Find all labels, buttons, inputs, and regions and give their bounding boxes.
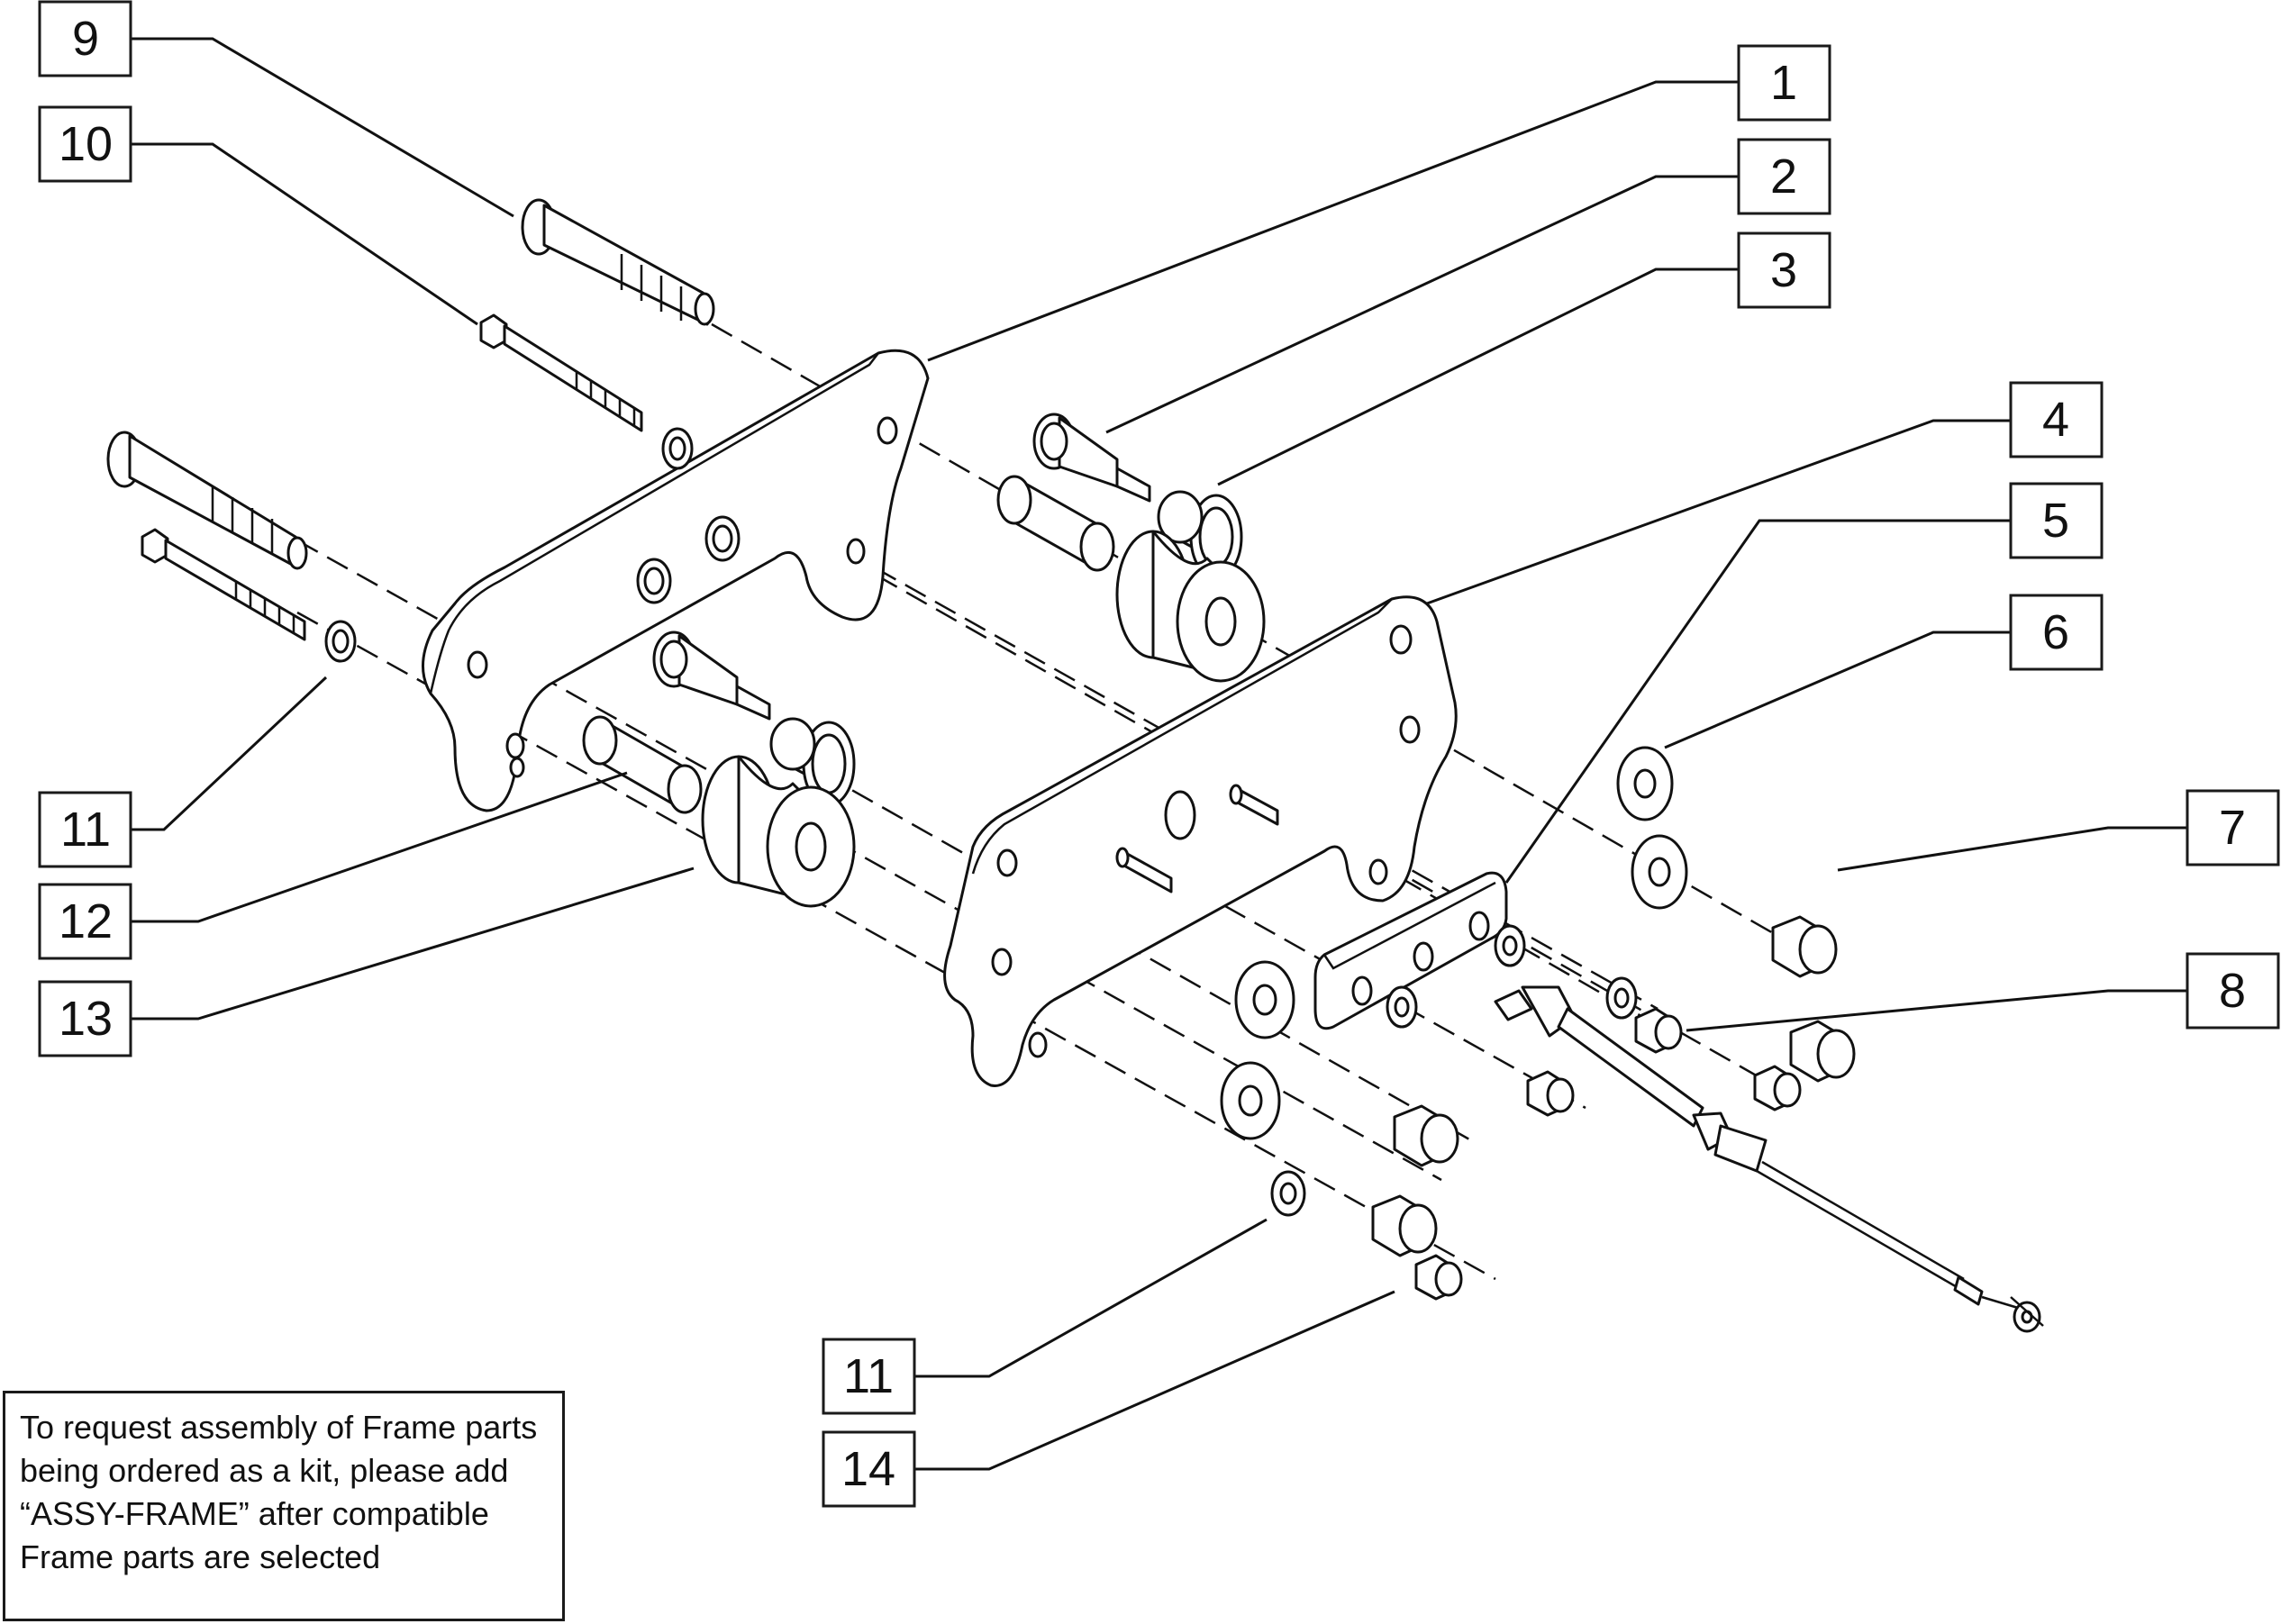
assembly-note-text: To request assembly of Frame parts being…	[20, 1409, 538, 1575]
brake-cable	[1494, 985, 2044, 1333]
svg-text:11: 11	[60, 803, 111, 857]
washer-small-lower	[1270, 1170, 1306, 1217]
washer-large-upper	[1616, 746, 1674, 821]
hex-nut-small-right	[1753, 1065, 1802, 1111]
callout-9: 9	[38, 0, 132, 77]
frame-plate-left	[422, 349, 930, 812]
callout-3: 3	[1737, 231, 1831, 309]
hex-nut-small-8	[1634, 1007, 1683, 1054]
svg-text:12: 12	[59, 894, 113, 948]
washer-small-bracket-b	[1386, 985, 1418, 1029]
hex-nut-upper	[1771, 915, 1838, 978]
svg-text:4: 4	[2042, 393, 2069, 447]
svg-text:1: 1	[1770, 56, 1797, 110]
svg-text:7: 7	[2219, 801, 2246, 855]
callout-5: 5	[2009, 482, 2104, 559]
callout-6: 6	[2009, 594, 2104, 671]
spacer-tube-lower	[582, 715, 703, 814]
spool-upper	[1115, 530, 1266, 683]
bolt-large-top	[521, 198, 715, 326]
hex-nut-lower-b	[1371, 1194, 1438, 1257]
washer-large-lower-b	[1220, 1061, 1281, 1140]
callout-8: 8	[2186, 952, 2280, 1030]
plate-spacer-left-b	[704, 515, 741, 562]
svg-text:11: 11	[843, 1349, 894, 1403]
callout-2: 2	[1737, 138, 1831, 215]
washer-large-lower-a	[1234, 960, 1295, 1039]
hex-bolt-top	[479, 313, 694, 470]
hex-nut-small-14	[1414, 1254, 1463, 1301]
callout-11-bottom: 11	[822, 1338, 916, 1415]
link-bracket	[1313, 871, 1508, 1030]
spacer-tube-upper	[996, 475, 1115, 572]
svg-text:2: 2	[1770, 150, 1797, 204]
washer-small-bracket-c	[1605, 976, 1638, 1020]
svg-text:9: 9	[72, 12, 99, 66]
callout-11-left: 11	[38, 791, 132, 868]
washer-small-bracket-a	[1494, 924, 1526, 967]
callout-1: 1	[1737, 44, 1831, 122]
washer-large-middle	[1631, 834, 1688, 910]
bolt-large-left	[106, 431, 308, 570]
assembly-note: To request assembly of Frame parts being…	[3, 1391, 565, 1621]
leader-lines	[112, 37, 2187, 1471]
hex-nut-middle	[1789, 1020, 1856, 1083]
callout-14: 14	[822, 1430, 916, 1508]
hex-nut-lower-a	[1393, 1104, 1459, 1167]
hex-nut-small-lower	[1526, 1070, 1575, 1117]
svg-text:6: 6	[2042, 605, 2069, 659]
axle-pin-upper	[1032, 413, 1151, 503]
plate-spacer-left-a	[636, 558, 672, 604]
bearing-bushing-upper	[1157, 490, 1243, 580]
svg-text:5: 5	[2042, 494, 2069, 548]
frame-plate-right	[943, 595, 1458, 1087]
callout-4: 4	[2009, 381, 2104, 458]
spool-lower	[701, 755, 856, 908]
callout-10: 10	[38, 105, 132, 183]
hex-bolt-left	[141, 528, 357, 663]
svg-text:14: 14	[841, 1442, 895, 1496]
svg-text:8: 8	[2219, 964, 2246, 1018]
svg-text:10: 10	[59, 117, 113, 171]
axle-pin-lower	[652, 631, 771, 721]
callout-13: 13	[38, 980, 132, 1057]
svg-text:3: 3	[1770, 243, 1797, 297]
callout-12: 12	[38, 883, 132, 960]
svg-text:13: 13	[59, 992, 113, 1046]
callout-7: 7	[2186, 789, 2280, 866]
